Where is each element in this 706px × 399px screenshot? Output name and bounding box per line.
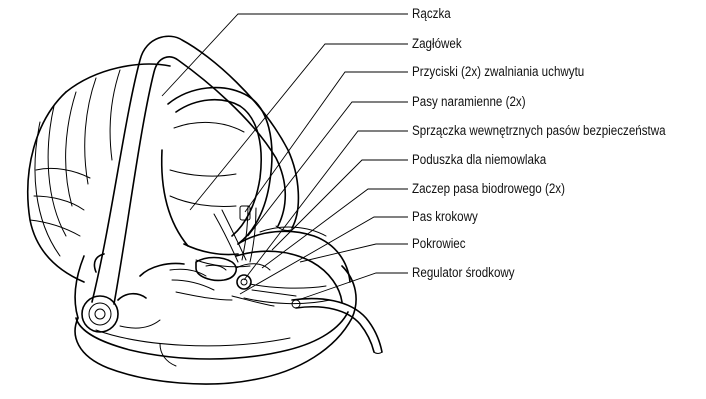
label-harness-buckle: Sprzączka wewnętrznych pasów bezpieczeńs… [412,123,666,139]
label-cover: Pokrowiec [412,236,466,252]
harness [170,206,296,306]
label-crotch-strap: Pas krokowy [412,209,478,225]
label-headrest: Zagłówek [412,36,462,52]
label-handle: Rączka [412,6,451,22]
label-infant-insert: Poduszka dla niemowlaka [412,152,546,168]
label-release-buttons: Przyciski (2x) zwalniania uchwytu [412,64,584,80]
label-shoulder-straps: Pasy naramienne (2x) [412,94,526,110]
carry-handle [82,36,298,332]
label-center-adjuster: Regulator środkowy [412,265,515,281]
label-lap-belt-guide: Zaczep pasa biodrowego (2x) [412,181,565,197]
leader-lines [162,14,408,300]
